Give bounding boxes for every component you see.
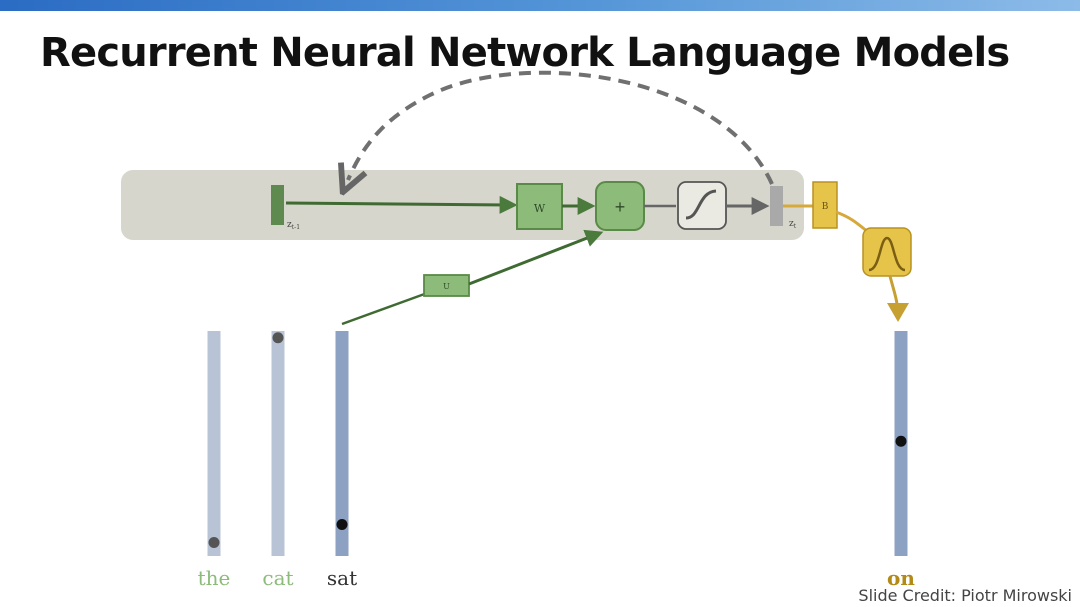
b-matrix-box bbox=[812, 181, 838, 229]
u-to-add-arrow bbox=[468, 229, 604, 286]
top-accent-bar bbox=[0, 0, 1080, 11]
previous-state-bar bbox=[271, 185, 284, 225]
current-state-bar bbox=[770, 186, 783, 226]
gaussian-icon bbox=[868, 236, 906, 272]
word-vectors: the cat sat on bbox=[198, 331, 915, 590]
w-matrix-label: W bbox=[534, 202, 546, 215]
b-to-softmax-line bbox=[835, 210, 869, 234]
word-vector-dot-on bbox=[895, 435, 907, 447]
state-to-w-arrow bbox=[285, 195, 518, 214]
word-label-cat: cat bbox=[262, 566, 293, 590]
word-vector-bar-sat bbox=[335, 331, 349, 556]
add-operation-label: + bbox=[615, 197, 626, 217]
word-vector-dot-sat bbox=[336, 519, 348, 530]
sigmoid-icon bbox=[685, 189, 717, 220]
word-vector-bar-cat bbox=[271, 331, 285, 556]
output-arrow-head bbox=[887, 303, 909, 322]
previous-state-label: zt-1 bbox=[287, 220, 300, 231]
word-vector-dot-cat bbox=[272, 332, 284, 344]
sigmoid-box bbox=[677, 181, 727, 230]
word-label-the: the bbox=[198, 566, 231, 590]
w-matrix-box bbox=[516, 183, 563, 230]
word-vector-dot-the bbox=[208, 537, 220, 548]
slide-title: Recurrent Neural Network Language Models bbox=[40, 30, 1010, 76]
input-to-u-line bbox=[341, 290, 431, 326]
word-vector-bar-the bbox=[207, 331, 221, 556]
recurrent-arrow-icon bbox=[348, 70, 774, 184]
word-label-sat: sat bbox=[327, 566, 357, 590]
slide-credit: Slide Credit: Piotr Mirowski bbox=[858, 586, 1072, 605]
u-matrix-box bbox=[423, 274, 470, 297]
word-label-on: on bbox=[887, 566, 915, 590]
softmax-to-output-line bbox=[888, 275, 899, 305]
u-matrix-label: U bbox=[443, 282, 450, 291]
b-matrix-label: B bbox=[822, 202, 829, 212]
current-state-label: zt bbox=[789, 219, 797, 230]
